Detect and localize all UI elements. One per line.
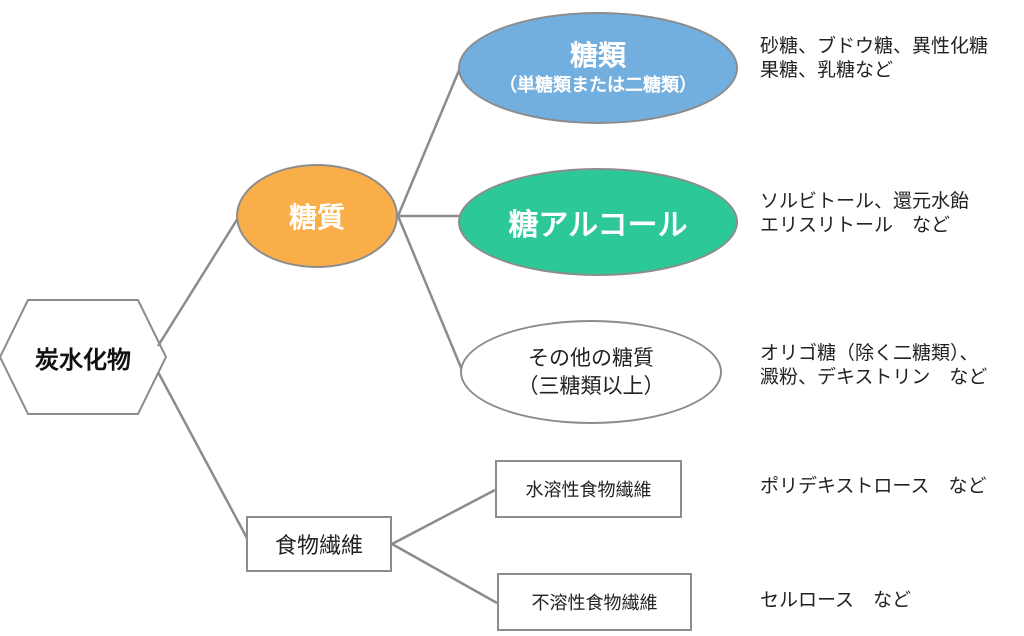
node-sugars-title: 糖類 — [569, 39, 626, 72]
examples-insoluble-fiber-line: セルロース など — [760, 589, 912, 611]
node-other-sugars-subtitle: （三糖類以上） — [517, 374, 665, 398]
examples-insoluble-fiber: セルロース など — [760, 588, 911, 612]
node-dietary-fiber-label: 食物繊維 — [274, 534, 363, 559]
examples-soluble-fiber: ポリデキストロース など — [760, 474, 986, 498]
edge-root-to-fiber — [156, 371, 250, 541]
node-dietary-fiber: 食物繊維 — [246, 516, 392, 572]
edge-root-to-sugar-class — [156, 217, 240, 347]
root-node-label: 炭水化物 — [35, 346, 131, 374]
examples-other-sugars-line: 澱粉、デキストリン など — [760, 366, 988, 388]
node-insoluble-fiber: 不溶性食物繊維 — [497, 573, 692, 631]
edge-sugar-class-to-sugars — [396, 67, 462, 217]
edge-fiber-to-insoluble — [391, 542, 498, 605]
edge-sugar-class-to-other — [396, 215, 464, 371]
node-sugars-subtitle: （単糖類または二糖類） — [499, 75, 697, 96]
node-sugar-class: 糖質 — [236, 164, 398, 268]
examples-sugar-alcohol: ソルビトール、還元水飴 エリスリトール など — [760, 189, 969, 237]
root-node-carbohydrate: 炭水化物 — [0, 300, 166, 415]
node-sugar-alcohol-title: 糖アルコール — [508, 208, 688, 243]
examples-sugar-alcohol-line: エリスリトール など — [760, 214, 951, 236]
node-other-sugars-title: その他の糖質 — [528, 346, 654, 370]
node-sugar-alcohol: 糖アルコール — [458, 168, 738, 276]
examples-sugars-line: 果糖、乳糖など — [760, 59, 894, 81]
node-soluble-fiber-label: 水溶性食物繊維 — [525, 480, 652, 501]
examples-sugars: 砂糖、ブドウ糖、異性化糖 果糖、乳糖など — [760, 34, 988, 82]
examples-soluble-fiber-line: ポリデキストロース など — [760, 475, 987, 497]
examples-other-sugars-line: オリゴ糖（除く二糖類）、 — [760, 342, 979, 364]
node-sugar-class-label: 糖質 — [288, 201, 345, 234]
examples-sugars-line: 砂糖、ブドウ糖、異性化糖 — [760, 35, 989, 57]
root-hexagon — [0, 299, 168, 415]
examples-sugar-alcohol-line: ソルビトール、還元水飴 — [760, 190, 970, 212]
edge-fiber-to-soluble — [391, 488, 496, 546]
node-sugars: 糖類 （単糖類または二糖類） — [458, 12, 738, 124]
node-soluble-fiber: 水溶性食物繊維 — [495, 460, 682, 518]
node-insoluble-fiber-label: 不溶性食物繊維 — [531, 593, 658, 614]
node-other-sugars: その他の糖質 （三糖類以上） — [460, 320, 722, 424]
examples-other-sugars: オリゴ糖（除く二糖類）、 澱粉、デキストリン など — [760, 341, 987, 389]
